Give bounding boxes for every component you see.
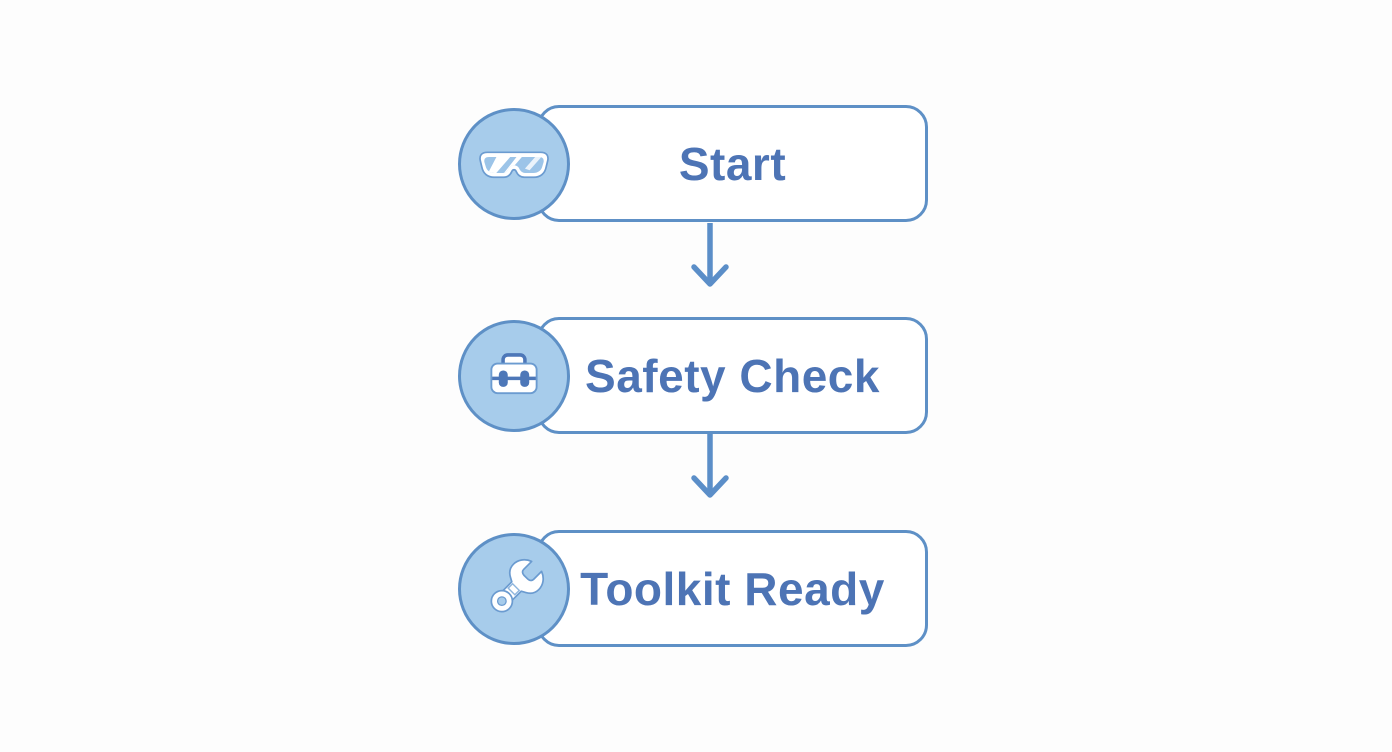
- toolkit-ready-badge: [458, 533, 570, 645]
- toolbox-icon: [475, 337, 553, 415]
- start-badge: [458, 108, 570, 220]
- flow-node-start: Start: [537, 105, 928, 222]
- node-label-toolkit-ready: Toolkit Ready: [580, 562, 885, 615]
- arrow-down-icon: [688, 220, 732, 305]
- safety-check-badge: [458, 320, 570, 432]
- flow-node-safety-check: Safety Check: [537, 317, 928, 434]
- wrench-icon: [475, 550, 553, 628]
- flow-node-toolkit-ready: Toolkit Ready: [537, 530, 928, 647]
- node-label-safety-check: Safety Check: [585, 349, 880, 402]
- arrow-down-icon: [688, 431, 732, 516]
- safety-goggles-icon: [475, 125, 553, 203]
- node-label-start: Start: [678, 137, 787, 190]
